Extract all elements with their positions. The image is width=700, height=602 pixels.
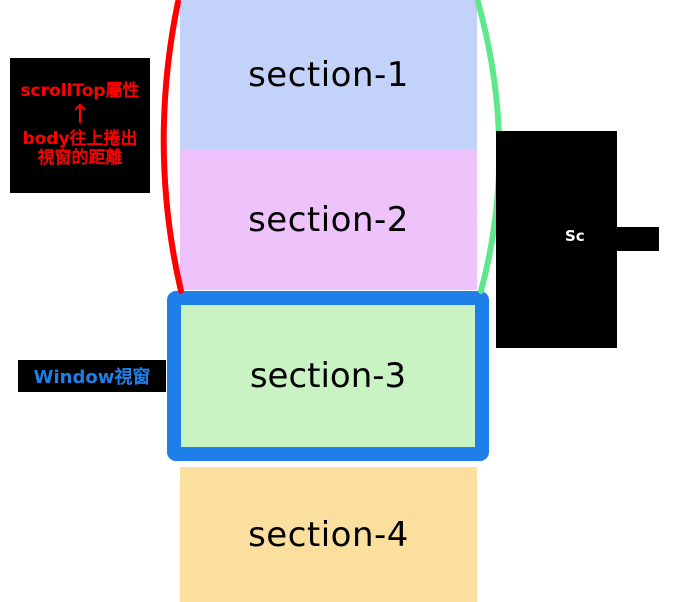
window-viewport-frame: section-3 [167,291,489,461]
redaction-bar [592,227,659,251]
callout-window-title: Window視窗 [33,367,151,388]
callout-scroll-top: scrollTop屬性 ↑ body往上捲出 視窗的距離 [10,58,150,193]
section-block-3: section-3 [181,305,475,447]
section-block-2: section-2 [180,150,477,290]
callout-scroll-top-line1: body往上捲出 [22,128,138,149]
callout-scroll-top-title: scrollTop屬性 [20,81,140,102]
up-arrow-icon: ↑ [69,99,91,130]
section-label-4: section-4 [248,514,409,555]
section-label-1: section-1 [248,55,409,95]
section-block-4: section-4 [180,467,477,602]
section-block-1: section-1 [180,0,477,150]
section-label-2: section-2 [248,200,409,240]
callout-scroll-top-line2: 視窗的距離 [37,148,123,169]
red-arc-icon [160,0,184,294]
callout-window: Window視窗 [18,360,166,392]
section-label-3: section-3 [249,356,407,396]
callout-scroll-height-title: Sc [565,227,585,245]
